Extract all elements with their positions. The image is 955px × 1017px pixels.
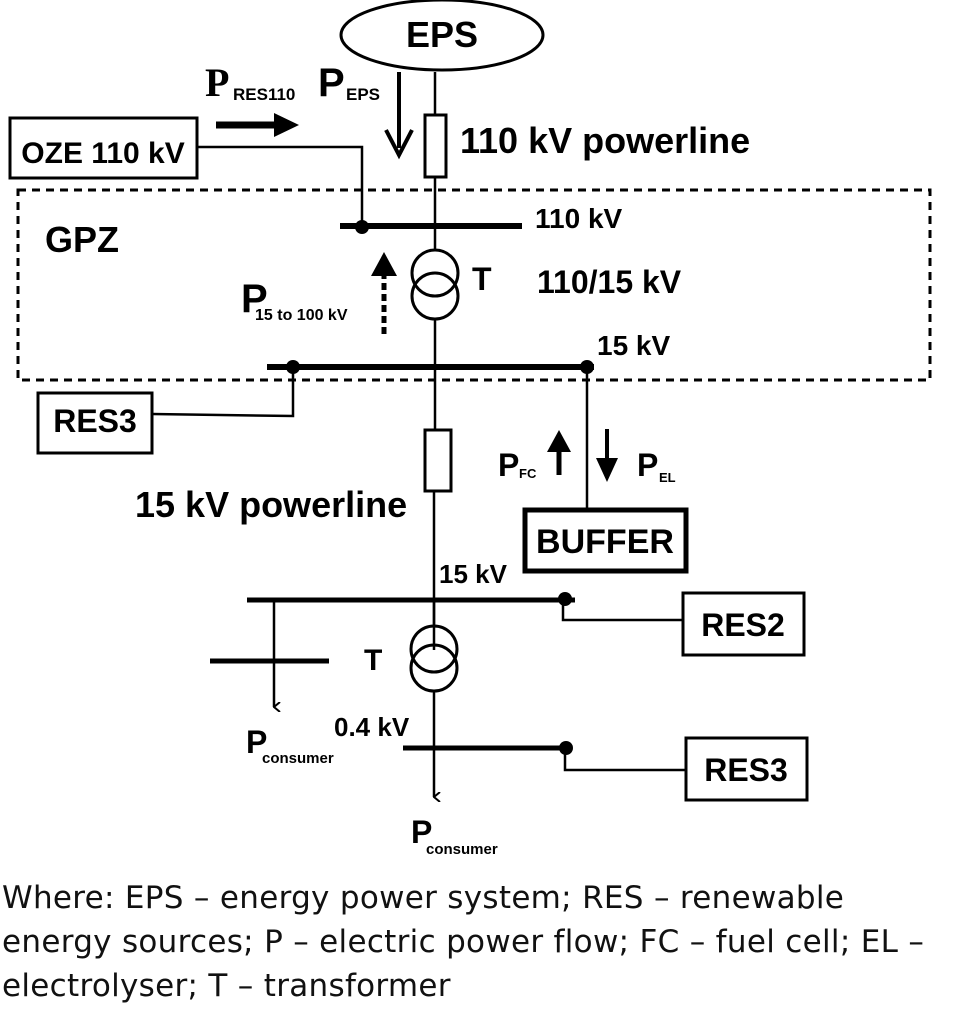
- gpz-label: GPZ: [45, 219, 119, 260]
- svg-text:P: P: [241, 277, 268, 321]
- svg-text:RES3: RES3: [704, 752, 788, 788]
- svg-text:P: P: [411, 814, 432, 850]
- eps-node: EPS: [339, 0, 545, 72]
- p-15to100-arrow: [371, 252, 397, 335]
- transformer-lower-label: T: [364, 644, 382, 677]
- svg-text:BUFFER: BUFFER: [536, 523, 674, 561]
- p-consumer-bottom-label: P consumer: [411, 814, 498, 858]
- p-fc-label: P FC: [498, 447, 537, 483]
- p-el-arrow: [596, 429, 618, 482]
- caption-line-3: electrolyser; T – transformer: [2, 968, 451, 1004]
- bus-15-lower-junction: [558, 592, 572, 606]
- transformer-main-label: T: [472, 261, 492, 297]
- svg-text:RES3: RES3: [53, 403, 137, 439]
- powerline-110-symbol: [423, 113, 448, 179]
- caption-line-2: energy sources; P – electric power flow;…: [2, 924, 925, 960]
- bus-15-lower-label: 15 kV: [439, 559, 508, 589]
- svg-text:P: P: [205, 60, 229, 105]
- diagram-caption: Where: EPS – energy power system; RES – …: [2, 876, 955, 1008]
- svg-text:EPS: EPS: [346, 85, 380, 104]
- bus-04-junction: [559, 741, 573, 755]
- svg-text:P: P: [498, 447, 519, 483]
- transformer-ratio-label: 110/15 kV: [537, 264, 682, 300]
- p-res110-arrow: [216, 113, 299, 137]
- res3-top-node: RES3: [36, 391, 154, 455]
- svg-text:15 to 100 kV: 15 to 100 kV: [255, 307, 348, 324]
- powerline-110-label: 110 kV powerline: [460, 120, 750, 161]
- p-15to100-label: P 15 to 100 kV: [241, 277, 348, 324]
- bus-110-junction: [355, 220, 369, 234]
- p-fc-arrow: [547, 430, 571, 475]
- power-system-diagram: EPS 110 kV powerline P EPS P RES110 OZE …: [8, 0, 932, 858]
- svg-text:consumer: consumer: [426, 841, 498, 858]
- powerline-15-symbol: [423, 428, 453, 493]
- p-el-label: P EL: [637, 447, 676, 485]
- line-bus-to-res2: [561, 600, 683, 622]
- svg-text:RES110: RES110: [233, 85, 295, 104]
- transformer-110-15: [410, 248, 460, 321]
- bus-110-label: 110 kV: [535, 203, 623, 234]
- bus-15-gpz-label: 15 kV: [597, 330, 670, 361]
- eps-label: EPS: [406, 14, 478, 55]
- svg-text:OZE 110 kV: OZE 110 kV: [21, 137, 184, 170]
- svg-text:P: P: [246, 724, 267, 760]
- res2-node: RES2: [681, 591, 806, 657]
- powerline-15-label: 15 kV powerline: [135, 484, 407, 525]
- line-res3-top-to-bus: [151, 367, 295, 418]
- oze-110-node: OZE 110 kV: [8, 116, 199, 180]
- line-bus-to-res3-bottom: [563, 749, 686, 772]
- p-res110-label: P RES110: [205, 60, 295, 105]
- svg-text:EL: EL: [659, 470, 676, 485]
- p-consumer-left-label: P consumer: [246, 724, 334, 767]
- svg-text:FC: FC: [519, 466, 537, 481]
- bus-04-label: 0.4 kV: [334, 712, 410, 742]
- gpz-boundary: [16, 188, 932, 382]
- svg-text:P: P: [318, 61, 345, 105]
- svg-text:consumer: consumer: [262, 750, 334, 767]
- p-eps-arrow: [384, 72, 414, 160]
- caption-line-1: Where: EPS – energy power system; RES – …: [2, 880, 845, 916]
- line-oze-to-110bus: [197, 145, 364, 227]
- svg-text:P: P: [637, 447, 658, 483]
- buffer-node: BUFFER: [522, 507, 689, 574]
- res3-bottom-node: RES3: [684, 736, 809, 802]
- p-eps-label: P EPS: [318, 61, 380, 105]
- svg-text:RES2: RES2: [701, 607, 785, 643]
